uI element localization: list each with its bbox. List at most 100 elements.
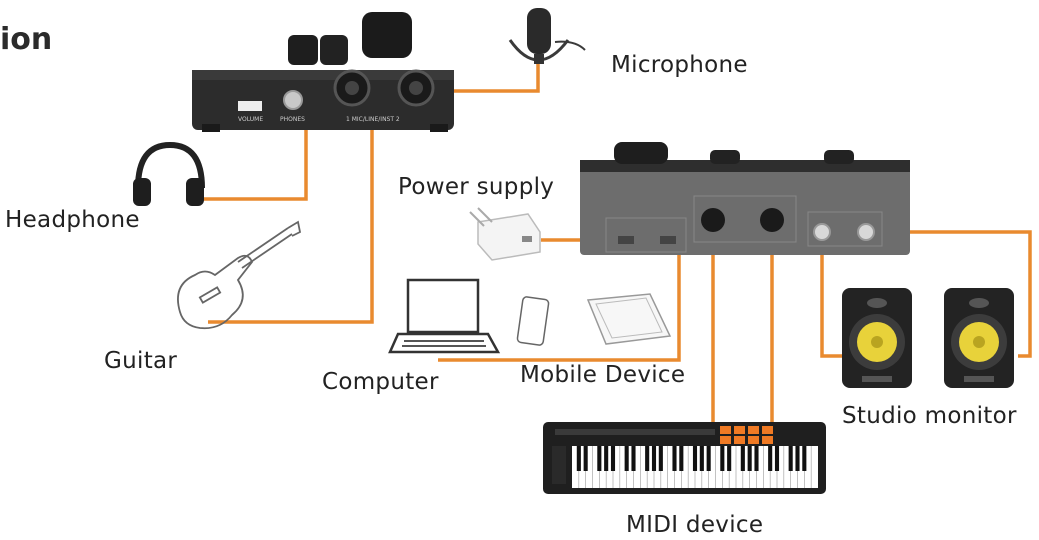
black-key xyxy=(624,446,629,471)
main-knob-icon xyxy=(614,142,668,164)
knob-icon xyxy=(710,150,740,164)
usb-port-data xyxy=(660,236,676,244)
drum-pad xyxy=(734,436,745,444)
black-keys xyxy=(576,446,812,488)
guitar-headstock xyxy=(287,220,302,237)
power-prong xyxy=(477,207,493,223)
black-key xyxy=(788,446,793,471)
volume-text: VOLUME xyxy=(238,116,263,123)
cable-microphone xyxy=(430,62,540,93)
mobile-device-icon xyxy=(516,293,672,346)
knob-icon xyxy=(320,35,348,65)
black-key xyxy=(597,446,602,471)
phones-jack-icon xyxy=(283,90,303,110)
guitar-neck-edge xyxy=(241,233,293,269)
power-prong xyxy=(469,211,485,227)
label-power-supply: Power supply xyxy=(398,174,555,200)
usb-panel xyxy=(605,217,687,253)
label-studio-monitor: Studio monitor xyxy=(842,403,1017,429)
midi-panel xyxy=(693,195,797,243)
headband xyxy=(135,141,205,189)
power-supply-icon xyxy=(469,207,541,261)
volume-slider xyxy=(238,101,262,111)
ear-cup-left xyxy=(133,178,151,206)
black-key xyxy=(706,446,711,471)
label-guitar: Guitar xyxy=(104,348,178,374)
black-key xyxy=(658,446,663,471)
drum-pad xyxy=(734,426,745,434)
studio-monitor-right-icon xyxy=(944,288,1014,388)
power-adapter-body xyxy=(477,213,541,261)
knob-icon xyxy=(824,150,854,164)
phones-text: PHONES xyxy=(280,116,305,123)
interface-small-body xyxy=(192,70,454,130)
midi-keyboard-icon xyxy=(543,422,826,494)
label-mobile-device: Mobile Device xyxy=(520,362,686,388)
laptop-keyboard xyxy=(388,332,501,354)
black-key xyxy=(754,446,759,471)
label-headphone: Headphone xyxy=(5,207,140,233)
audio-interface-small: VOLUME PHONES 1 MIC/LINE/INST 2 xyxy=(192,12,454,132)
black-key xyxy=(576,446,581,471)
black-key xyxy=(795,446,800,471)
guitar-neck xyxy=(237,227,289,263)
black-key xyxy=(727,446,732,471)
monitor-tweeter xyxy=(867,298,887,308)
black-key xyxy=(720,446,725,471)
mic-base xyxy=(534,54,544,64)
keyboard-wheels xyxy=(552,446,566,484)
label-midi-device: MIDI device xyxy=(626,512,764,538)
combo-input-2-center xyxy=(409,81,423,95)
cable-computer xyxy=(438,248,681,362)
black-key xyxy=(645,446,650,471)
drum-pad xyxy=(762,426,773,434)
usb-port xyxy=(522,236,532,242)
black-key xyxy=(679,446,684,471)
knob-icon xyxy=(288,35,318,65)
keyboard-control-strip xyxy=(555,429,715,435)
guitar-icon xyxy=(177,220,302,330)
drum-pad xyxy=(748,436,759,444)
drum-pad xyxy=(720,426,731,434)
black-key xyxy=(699,446,704,471)
black-key xyxy=(747,446,752,471)
microphone-icon xyxy=(508,8,586,64)
combo-input-1-center xyxy=(345,81,359,95)
drum-pad xyxy=(762,436,773,444)
label-computer: Computer xyxy=(322,369,439,395)
guitar-body xyxy=(177,254,254,330)
midi-in-port-icon xyxy=(701,208,725,232)
monitor-dust-cap xyxy=(871,336,883,348)
inputs-text: 1 MIC/LINE/INST 2 xyxy=(346,116,400,123)
output-right-jack-icon xyxy=(857,223,875,241)
mic-mount-arm xyxy=(554,40,586,51)
cable-monitor-left xyxy=(820,232,842,358)
black-key xyxy=(604,446,609,471)
monitor-tweeter xyxy=(969,298,989,308)
knob-icon xyxy=(362,12,412,58)
midi-out-port-icon xyxy=(760,208,784,232)
interface-small-foot xyxy=(430,124,448,132)
cable-monitor-right xyxy=(866,230,1032,358)
black-key xyxy=(768,446,773,471)
drum-pad xyxy=(748,426,759,434)
ear-cup-right xyxy=(186,178,204,206)
interface-small-foot xyxy=(202,124,220,132)
black-key xyxy=(631,446,636,471)
section-title-fragment: ion xyxy=(0,22,53,57)
black-key xyxy=(740,446,745,471)
usb-port-power xyxy=(618,236,634,244)
mic-capsule xyxy=(527,8,551,54)
monitor-port xyxy=(862,376,892,382)
output-left-jack-icon xyxy=(813,223,831,241)
drum-pad xyxy=(720,436,731,444)
phone-icon xyxy=(516,296,550,346)
monitor-port xyxy=(964,376,994,382)
label-microphone: Microphone xyxy=(611,52,748,78)
black-key xyxy=(802,446,807,471)
black-key xyxy=(610,446,616,471)
guitar-pickup xyxy=(198,286,222,304)
audio-interface-main xyxy=(580,142,910,255)
